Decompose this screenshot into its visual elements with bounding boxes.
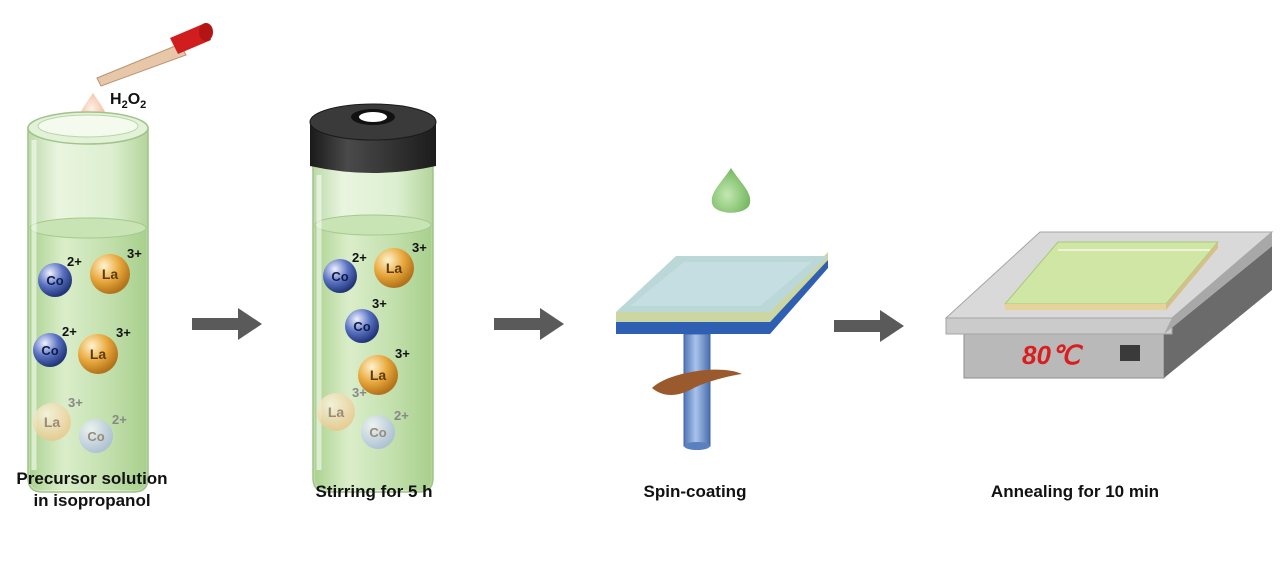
ion-sphere [358,355,398,395]
ion-charge: 2+ [62,324,77,339]
ion-symbol: La [90,346,107,362]
ion-co-1: Co 2+ [38,254,82,297]
ion-sphere [33,403,71,441]
ion-sphere [38,263,72,297]
ion-symbol: Co [87,429,104,444]
ion-sphere [79,419,113,453]
ion-co-2: Co 2+ [33,324,77,367]
ion-charge: 3+ [395,346,410,361]
ion-charge: 2+ [112,412,127,427]
ion-sphere [361,415,395,449]
ion-symbol: Co [41,343,58,358]
ion-charge: 3+ [127,246,142,261]
solution-drop-icon [711,168,751,213]
arrow-2-icon [494,308,564,340]
ion-charge: 3+ [372,296,387,311]
arrow-1-icon [192,308,262,340]
temperature-label: 80℃ [1022,340,1084,370]
ion-co-4: Co 2+ [323,250,367,293]
dropper-icon [96,23,213,87]
step-1-caption-line-1: Precursor solution [16,469,168,488]
ion-sphere [78,334,118,374]
ion-symbol: Co [369,425,386,440]
ion-charge: 3+ [116,325,131,340]
ion-sphere [33,333,67,367]
ion-charge: 3+ [352,385,367,400]
ion-symbol: Co [353,319,370,334]
arrow-3-icon [834,310,904,342]
ion-la-5: La 3+ [358,346,410,395]
ion-charge: 2+ [67,254,82,269]
ion-sphere [345,309,379,343]
ion-symbol: Co [46,273,63,288]
step-2-caption: Stirring for 5 h [315,482,433,501]
step-4-caption: Annealing for 10 min [990,482,1160,501]
step-1-caption: Precursor solution in isopropanol [0,468,184,512]
hotplate-knob-icon [1120,345,1140,361]
step-1-caption-line-2: in isopropanol [33,491,151,510]
ion-sphere [374,248,414,288]
ion-co-3: Co 2+ [79,412,127,453]
ion-symbol: La [370,367,387,383]
ion-la-2: La 3+ [78,325,131,374]
ion-symbol: La [102,266,119,282]
ion-symbol: La [328,404,345,420]
rotation-icon [652,369,742,395]
ion-la-4: La 3+ [374,240,427,288]
ion-group: Co2+La3+Co2+La3+La3+Co2+Co2+La3+Co3+La3+… [33,240,427,453]
vial-cap-icon [309,103,437,173]
ion-symbol: La [44,414,61,430]
ion-sphere [323,259,357,293]
ion-symbol: Co [331,269,348,284]
ion-co-5: Co3+ [345,296,387,343]
ion-la-6: La 3+ [317,385,367,431]
ion-charge: 3+ [412,240,427,255]
ion-co-6: Co 2+ [361,408,409,449]
spin-coater [616,168,828,450]
h2o2-label: H2O2 [110,91,146,111]
step-3-caption: Spin-coating [643,482,747,501]
ion-sphere [90,254,130,294]
ion-charge: 3+ [68,395,83,410]
ion-charge: 2+ [352,250,367,265]
ion-charge: 2+ [394,408,409,423]
ion-la-1: La 3+ [90,246,142,294]
ion-symbol: La [386,260,403,276]
ion-la-3: La 3+ [33,395,83,441]
ion-sphere [317,393,355,431]
hotplate: 80℃ [944,231,1274,379]
